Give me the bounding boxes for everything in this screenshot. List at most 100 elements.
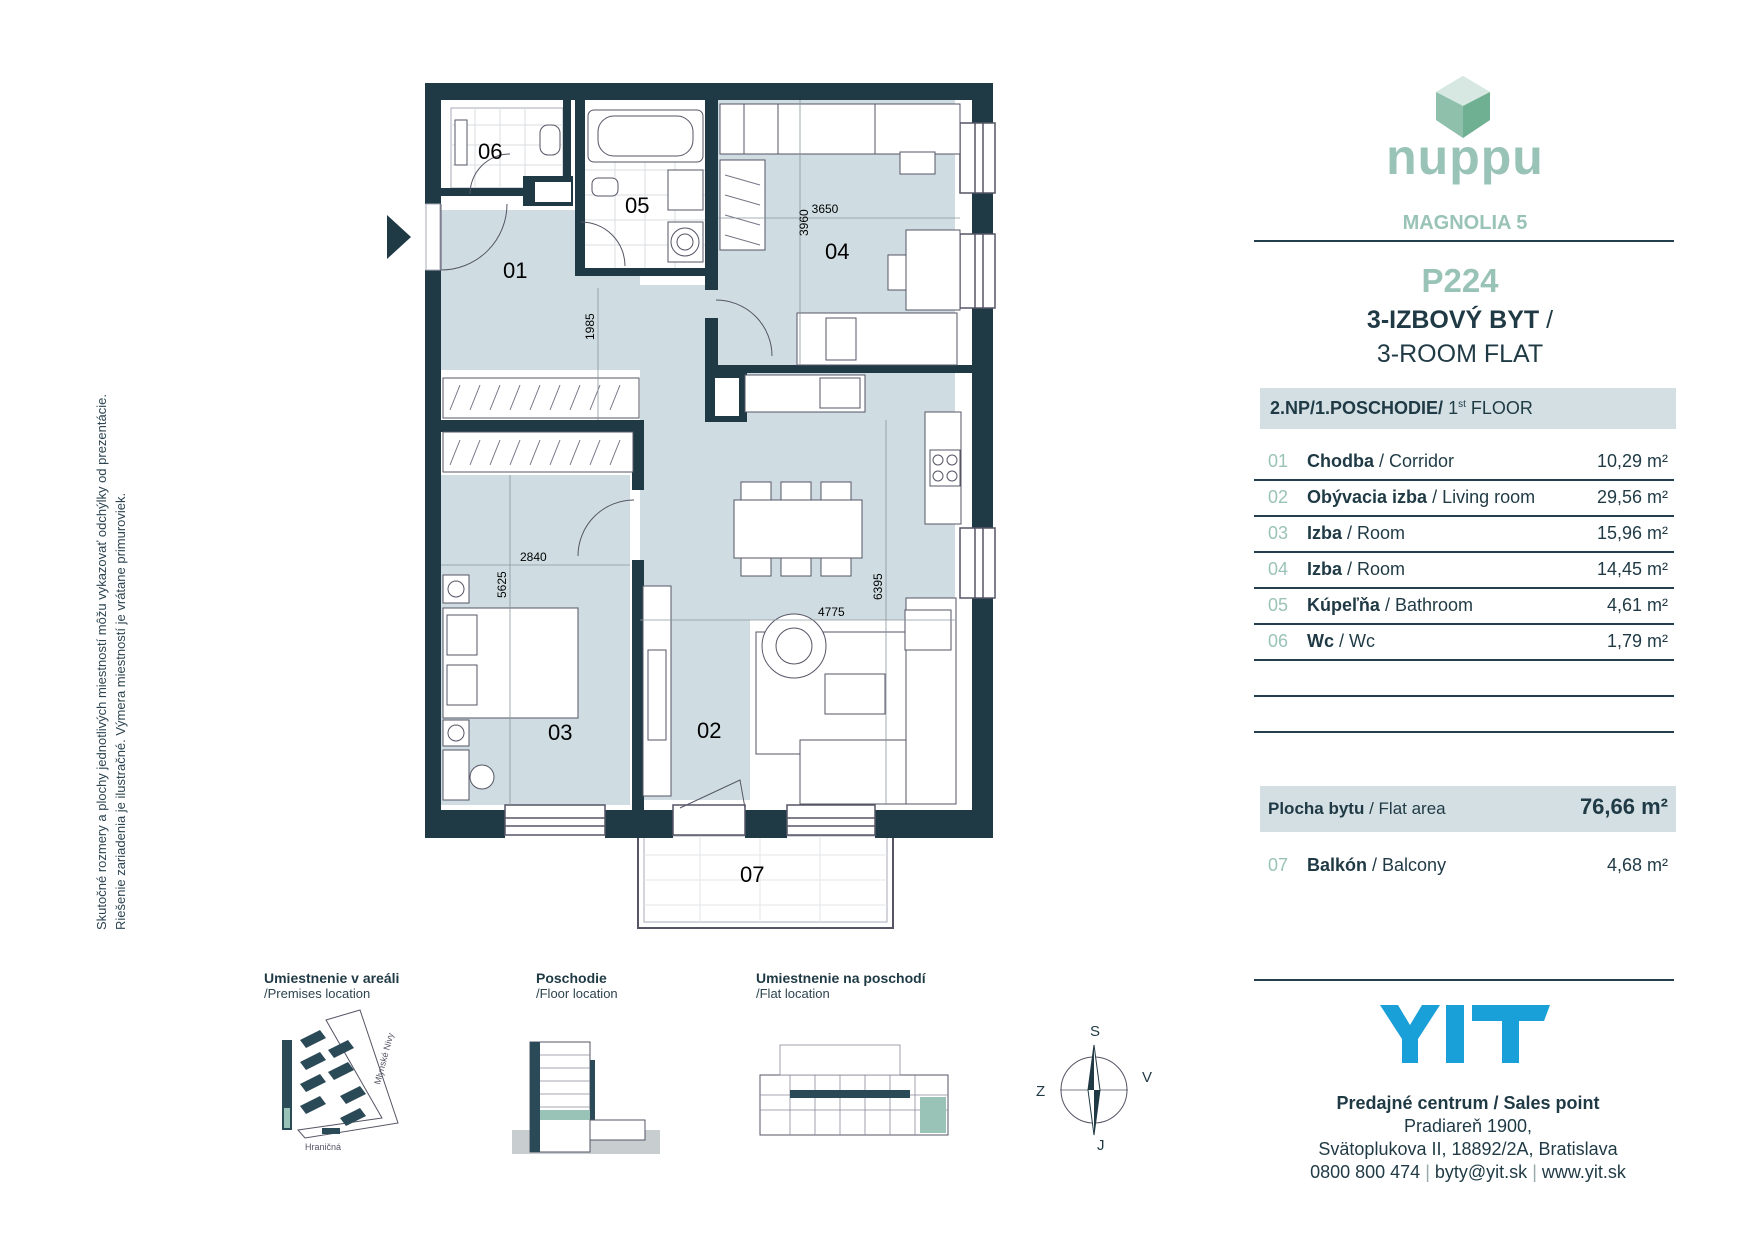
- room-area: 14,45 m²: [1596, 559, 1668, 579]
- room-num: 02: [1268, 487, 1289, 507]
- room-label-07: 07: [740, 862, 764, 887]
- sales-line-2: Svätoplukova II, 18892/2A, Bratislava: [1318, 1139, 1618, 1159]
- dining-table: [733, 481, 863, 577]
- premises-caption: Umiestnenie v areáli /Premises location: [264, 970, 399, 1001]
- room-name-en: / Room: [1347, 523, 1406, 543]
- room-row-02: 02 Obývacia izba / Living room 29,56 m²: [1260, 480, 1676, 515]
- flat-type-separator: /: [1546, 306, 1554, 334]
- room-label-03: 03: [548, 720, 572, 745]
- room-name-sk: Kúpeľňa: [1307, 595, 1380, 615]
- premises-title: Umiestnenie v areáli: [264, 970, 400, 986]
- room-name-sk: Obývacia izba: [1307, 487, 1428, 507]
- flat-area-value: 76,66 m²: [1579, 794, 1668, 819]
- room-name: Obývacia izba / Living room: [1307, 487, 1535, 508]
- dim-3960: 3960: [797, 209, 811, 236]
- dim-1985: 1985: [583, 313, 597, 340]
- balcony-name-en: / Balcony: [1372, 855, 1447, 875]
- entrance-arrow-icon: [387, 215, 411, 259]
- living-furniture: [642, 585, 957, 805]
- flat-type-sk: 3-IZBOVÝ BYT: [1366, 306, 1540, 334]
- compass: S J Z V: [1036, 1023, 1152, 1154]
- flat-location-subtitle: /Flat location: [756, 986, 830, 1001]
- balcony-row: 07 Balkón / Balcony 4,68 m²: [1260, 848, 1676, 883]
- room-name-sk: Wc: [1307, 631, 1334, 651]
- door-swings: [469, 153, 773, 809]
- flat-type: 3-IZBOVÝ BYT /: [1260, 306, 1660, 335]
- premises-thumbnail: Mlynské Nivy Hraničná: [282, 1009, 399, 1152]
- room-name: Izba / Room: [1307, 523, 1405, 544]
- floor-label-en: FLOOR: [1470, 398, 1533, 418]
- flat-area-sk: Plocha bytu: [1268, 799, 1365, 818]
- flat-area-en: / Flat area: [1369, 799, 1446, 818]
- row-divider: [1254, 587, 1674, 589]
- room-name-en: / Wc: [1339, 631, 1376, 651]
- room-num: 01: [1268, 451, 1289, 471]
- room-name: Kúpeľňa / Bathroom: [1307, 595, 1473, 616]
- room-num: 03: [1268, 523, 1289, 543]
- dim-2840: 2840: [520, 550, 547, 564]
- divider: [1254, 979, 1674, 981]
- sales-email[interactable]: byty@yit.sk: [1434, 1162, 1528, 1182]
- flat-code: P224: [1421, 262, 1499, 299]
- room-row-05: 05 Kúpeľňa / Bathroom 4,61 m²: [1260, 588, 1676, 623]
- room-label-02: 02: [697, 718, 721, 743]
- room-area: 4,61 m²: [1606, 595, 1668, 615]
- room-name-sk: Izba: [1307, 559, 1343, 579]
- row-divider: [1254, 479, 1674, 481]
- dim-5625: 5625: [495, 571, 509, 598]
- room-area: 29,56 m²: [1596, 487, 1668, 507]
- room-name-sk: Chodba: [1307, 451, 1374, 471]
- nuppu-logo-icon: [1436, 76, 1490, 138]
- sales-web[interactable]: www.yit.sk: [1541, 1162, 1626, 1182]
- sales-heading: Predajné centrum / Sales point: [1336, 1093, 1600, 1113]
- room-area: 1,79 m²: [1606, 631, 1668, 651]
- room-name-en: / Bathroom: [1384, 595, 1474, 615]
- nuppu-logo-text: nuppu: [1386, 129, 1544, 185]
- row-divider: [1254, 731, 1674, 733]
- project-name: MAGNOLIA 5: [1402, 212, 1528, 234]
- flat-area-label: Plocha bytu / Flat area: [1268, 799, 1446, 819]
- room-label-05: 05: [625, 193, 649, 218]
- floor-thumbnail: [512, 1041, 660, 1154]
- balcony-name: Balkón / Balcony: [1307, 855, 1446, 876]
- room-name: Wc / Wc: [1307, 631, 1375, 652]
- floor-location-title: Poschodie: [536, 970, 607, 986]
- room-num: 05: [1268, 595, 1289, 615]
- windows: [504, 122, 996, 836]
- floor-label: 2.NP/1.POSCHODIE/ 1st FLOOR: [1270, 398, 1533, 419]
- room-name-sk: Izba: [1307, 523, 1343, 543]
- room-row-01: 01 Chodba / Corridor 10,29 m²: [1260, 444, 1676, 479]
- room-area: 10,29 m²: [1596, 451, 1668, 471]
- bedroom-03-furniture: [442, 574, 579, 801]
- dim-3650: 3650: [812, 202, 839, 216]
- room-label-04: 04: [825, 239, 849, 264]
- sales-point: Predajné centrum / Sales point Pradiareň…: [1260, 1092, 1676, 1184]
- sales-phone[interactable]: 0800 800 474: [1310, 1162, 1421, 1182]
- floor-plan: 3650 3960 1985 2840 5625 6395 4775 06 05…: [282, 83, 1152, 1154]
- dim-6395: 6395: [871, 573, 885, 600]
- row-divider: [1254, 659, 1674, 661]
- row-divider: [1254, 695, 1674, 697]
- compass-north: S: [1090, 1023, 1100, 1040]
- walls: [425, 83, 993, 838]
- bathroom-fixtures: [454, 109, 704, 263]
- room-name: Chodba / Corridor: [1307, 451, 1454, 472]
- compass-south: J: [1097, 1137, 1105, 1154]
- yit-logo-icon: [1380, 1005, 1550, 1063]
- floor-label-sup: st: [1458, 399, 1466, 410]
- floor-label-sk: 2.NP/1.POSCHODIE/: [1270, 398, 1444, 418]
- kitchen: [744, 374, 962, 525]
- balcony-name-sk: Balkón: [1307, 855, 1368, 875]
- flat-area-bar: [1260, 786, 1676, 832]
- dimension-lines: [441, 100, 960, 805]
- floor-label-num: 1: [1448, 398, 1459, 418]
- flat-location-title: Umiestnenie na poschodí: [756, 970, 926, 986]
- room-name-en: / Corridor: [1379, 451, 1455, 471]
- room-area: 15,96 m²: [1596, 523, 1668, 543]
- dim-4775: 4775: [818, 605, 845, 619]
- room-name: Izba / Room: [1307, 559, 1405, 580]
- sales-line-1: Pradiareň 1900,: [1403, 1116, 1533, 1136]
- divider: [1254, 240, 1674, 242]
- room-row-04: 04 Izba / Room 14,45 m²: [1260, 552, 1676, 587]
- compass-west: Z: [1036, 1083, 1045, 1100]
